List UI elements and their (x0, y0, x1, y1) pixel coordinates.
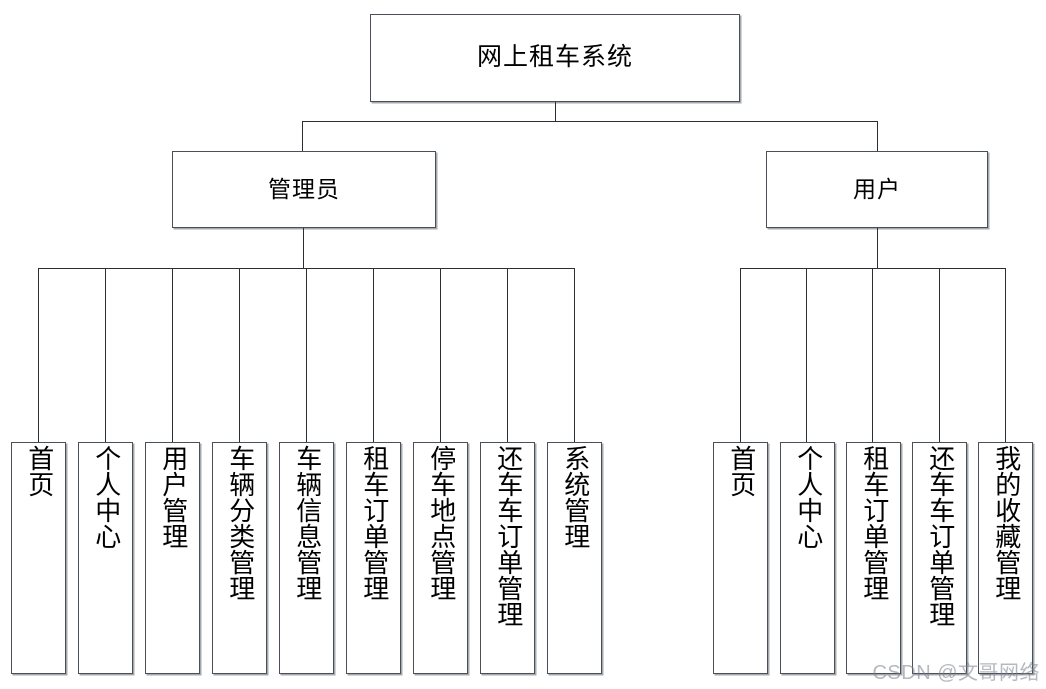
connector-admin-drop-2 (105, 268, 106, 442)
connector-admin-drop-8 (507, 268, 508, 442)
connector-admin-drop-3 (172, 268, 173, 442)
leaf-node-admin-5-label: 车辆信息管理 (292, 445, 322, 601)
branch-node-user[interactable]: 用户 (766, 151, 988, 228)
leaf-node-admin-1-label: 首页 (24, 445, 54, 497)
connector-admin-drop-9 (574, 268, 575, 442)
leaf-node-admin-8-label: 还车车订单管理 (493, 445, 523, 627)
connector-level2-bus (302, 121, 878, 122)
leaf-node-user-3[interactable]: 租车订单管理 (846, 442, 901, 674)
connector-admin-drop-7 (440, 268, 441, 442)
leaf-node-admin-2[interactable]: 个人中心 (78, 442, 133, 674)
leaf-node-user-4-label: 还车车订单管理 (925, 445, 955, 627)
connector-user-drop-4 (939, 268, 940, 442)
connector-admin-drop-1 (38, 268, 39, 442)
connector-user-stem (877, 228, 878, 269)
root-node-online-car-rental-system[interactable]: 网上租车系统 (370, 14, 740, 102)
connector-root-drop (555, 102, 556, 122)
connector-user-drop-2 (806, 268, 807, 442)
branch-node-admin-label: 管理员 (268, 176, 340, 202)
leaf-node-admin-4-label: 车辆分类管理 (225, 445, 255, 601)
leaf-node-admin-7[interactable]: 停车地点管理 (413, 442, 468, 674)
connector-admin-drop-5 (306, 268, 307, 442)
leaf-node-user-1[interactable]: 首页 (713, 442, 768, 674)
branch-node-user-label: 用户 (853, 176, 901, 202)
leaf-node-user-5[interactable]: 我的收藏管理 (978, 442, 1033, 674)
leaf-node-admin-6[interactable]: 租车订单管理 (346, 442, 401, 674)
leaf-node-user-1-label: 首页 (726, 445, 756, 497)
leaf-node-admin-3-label: 用户管理 (158, 445, 188, 549)
leaf-node-admin-6-label: 租车订单管理 (359, 445, 389, 601)
leaf-node-admin-8[interactable]: 还车车订单管理 (480, 442, 535, 674)
leaf-node-admin-3[interactable]: 用户管理 (145, 442, 200, 674)
leaf-node-admin-7-label: 停车地点管理 (426, 445, 456, 601)
branch-node-admin[interactable]: 管理员 (172, 151, 436, 228)
connector-user-drop-1 (740, 268, 741, 442)
connector-user-bus (740, 268, 1006, 269)
connector-drop-user (877, 121, 878, 152)
connector-admin-drop-4 (239, 268, 240, 442)
leaf-node-admin-2-label: 个人中心 (91, 445, 121, 549)
connector-admin-stem (303, 228, 304, 269)
leaf-node-admin-9-label: 系统管理 (560, 445, 590, 549)
leaf-node-admin-5[interactable]: 车辆信息管理 (279, 442, 334, 674)
root-node-label: 网上租车系统 (476, 44, 633, 72)
leaf-node-admin-1[interactable]: 首页 (11, 442, 66, 674)
connector-drop-admin (302, 121, 303, 152)
leaf-node-user-3-label: 租车订单管理 (859, 445, 889, 601)
connector-user-drop-3 (872, 268, 873, 442)
connector-admin-drop-6 (373, 268, 374, 442)
leaf-node-admin-9[interactable]: 系统管理 (547, 442, 602, 674)
leaf-node-user-2-label: 个人中心 (793, 445, 823, 549)
connector-user-drop-5 (1005, 268, 1006, 442)
leaf-node-user-2[interactable]: 个人中心 (780, 442, 835, 674)
leaf-node-admin-4[interactable]: 车辆分类管理 (212, 442, 267, 674)
leaf-node-user-5-label: 我的收藏管理 (991, 445, 1021, 601)
leaf-node-user-4[interactable]: 还车车订单管理 (912, 442, 967, 674)
